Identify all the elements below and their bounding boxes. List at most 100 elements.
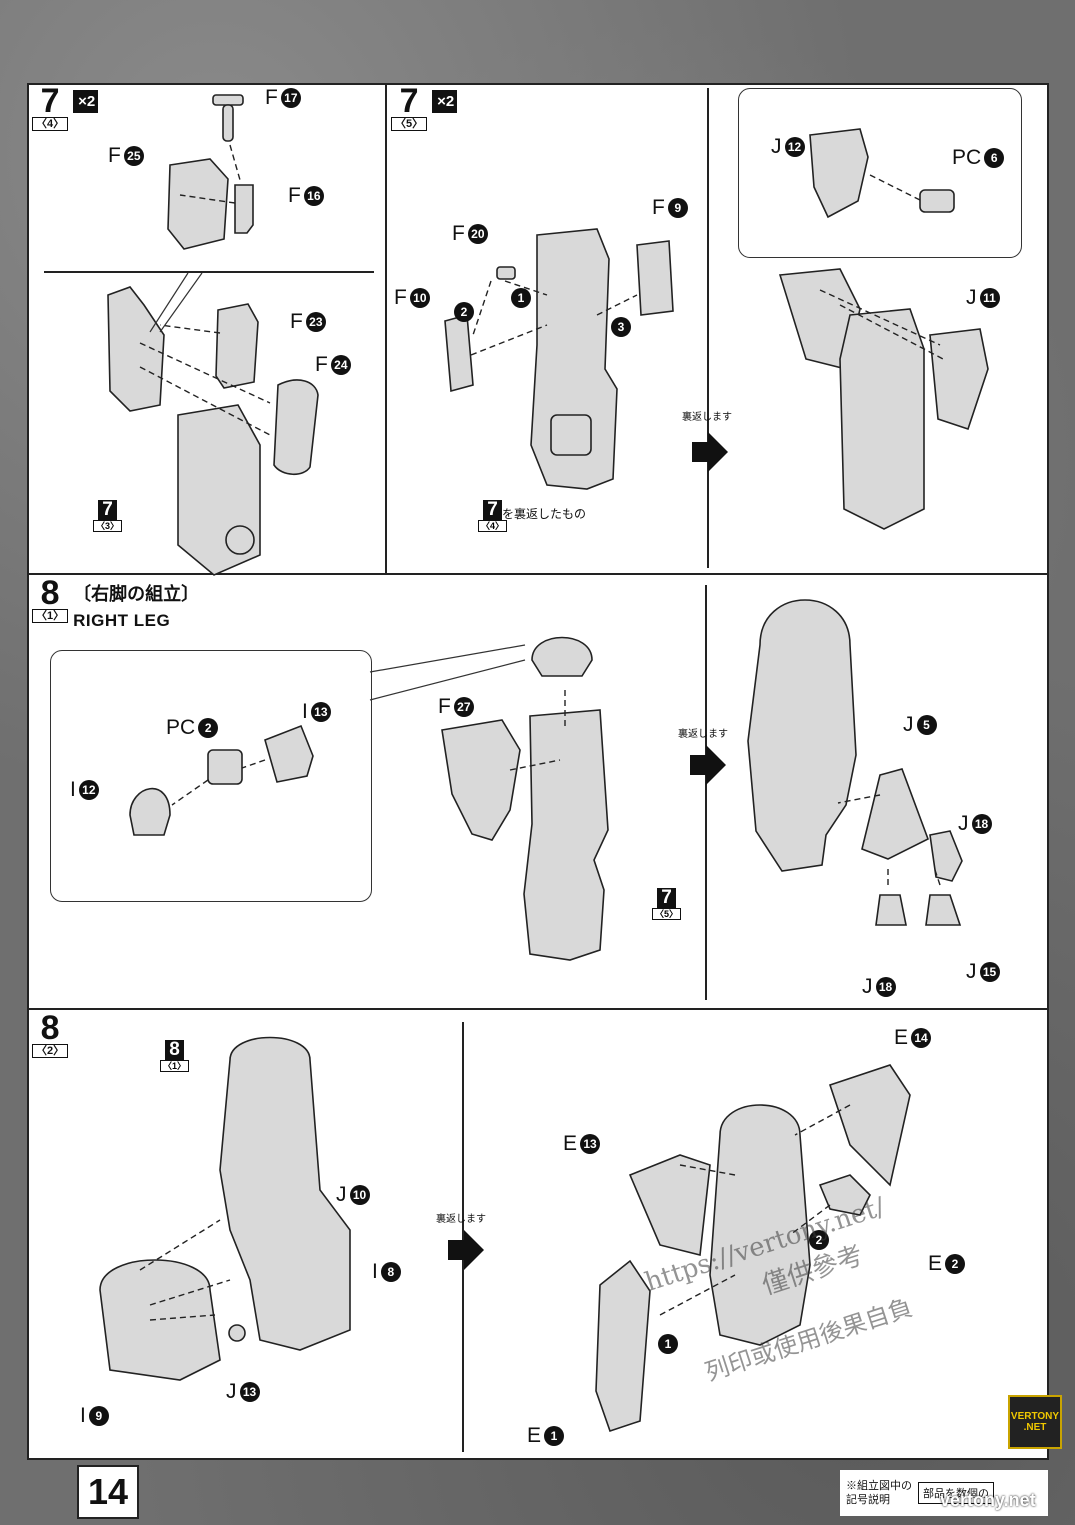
multiplier-badge: ×2 [432, 90, 458, 113]
step-title: 〔右脚の組立〕 RIGHT LEG [73, 580, 199, 631]
part-letter: E [928, 1252, 943, 1275]
flip-arrow-icon [448, 1230, 484, 1270]
order-mark-e1-step: 1 [655, 1332, 678, 1356]
step-title-jp: 〔右脚の組立〕 [73, 584, 200, 604]
part-letter: J [958, 812, 969, 835]
legend-line2: 記号説明 [846, 1494, 890, 1506]
part-letter: J [862, 975, 873, 998]
part-letter: F [265, 86, 278, 109]
part-letter: F [652, 196, 665, 219]
part-number: 13 [580, 1134, 601, 1154]
step-8-1-header: 8 〈1〉 〔右脚の組立〕 RIGHT LEG [32, 576, 199, 631]
part-number: 11 [979, 288, 1000, 308]
part-number: 13 [239, 1382, 260, 1402]
part-number: 12 [784, 137, 805, 157]
part-number: 8 [380, 1262, 401, 1282]
ref-sub: 〈5〉 [652, 908, 682, 920]
part-letter: E [894, 1026, 909, 1049]
part-number: 17 [280, 88, 301, 108]
legend-caption: ※組立図中の 記号説明 [846, 1479, 912, 1507]
part-letter: I [80, 1404, 86, 1427]
ref-sub: 〈3〉 [93, 520, 123, 532]
legend-box: 部品を数個の [918, 1482, 994, 1504]
step-sub-text: 〈1〉 [32, 609, 69, 623]
step-7-4-header: 7 〈4〉 ×2 [32, 82, 99, 131]
part-number: 5 [916, 715, 937, 735]
part-number: 24 [330, 355, 351, 375]
order-number: 1 [658, 1334, 678, 1354]
part-letter: I [302, 700, 308, 723]
part-letter: J [771, 135, 782, 158]
step-title-en: RIGHT LEG [73, 611, 171, 630]
part-number: 9 [667, 198, 688, 218]
ref-num: 7 [657, 888, 676, 908]
legend-line1: ※組立図中の [846, 1480, 912, 1492]
ref-step-7-4: 7 〈4〉 [478, 500, 508, 532]
divider-col-top [385, 83, 387, 574]
part-letter: F [438, 695, 451, 718]
ref-step-7-3: 7 〈3〉 [93, 500, 123, 532]
part-number: 23 [305, 312, 326, 332]
part-letter: F [108, 144, 121, 167]
part-number: 1 [544, 1426, 565, 1446]
vertony-logo: VERTONY .NET [1008, 1395, 1062, 1449]
ref-step-8-1: 8 〈1〉 [160, 1040, 190, 1072]
step-number: 7 〈4〉 [32, 82, 69, 131]
divider-flip-bot [462, 1022, 464, 1452]
part-number: 20 [467, 224, 488, 244]
divider-flip-mid [705, 585, 707, 1000]
part-number: 15 [979, 962, 1000, 982]
part-letter: J [226, 1380, 237, 1403]
part-number: 10 [409, 288, 430, 308]
step-num-text: 7 [399, 82, 419, 120]
flip-arrow-icon [692, 432, 728, 472]
callout-j12-pc6 [738, 88, 1022, 258]
step-8-2-header: 8 〈2〉 [32, 1011, 69, 1058]
part-number: 14 [911, 1028, 932, 1048]
part-letter: J [336, 1183, 347, 1206]
part-number: 18 [971, 814, 992, 834]
part-letter: E [527, 1424, 542, 1447]
logo-line1: VERTONY [1010, 1411, 1060, 1422]
order-mark-2: 2 [451, 300, 474, 324]
diagram-step-8-2-flipped [595, 1064, 911, 1433]
order-number: 2 [454, 302, 474, 322]
step-number: 8 〈2〉 [32, 1011, 69, 1058]
divider-row2 [27, 1008, 1049, 1010]
flip-text-3: 裏返します [436, 1214, 486, 1225]
part-letter: E [563, 1132, 578, 1155]
part-letter: I [372, 1260, 378, 1283]
part-letter: PC [952, 146, 982, 169]
part-number: 25 [123, 146, 144, 166]
part-letter: F [394, 286, 407, 309]
part-number: 12 [78, 780, 99, 800]
flip-arrow-icon [690, 745, 726, 785]
step-num-text: 7 [40, 82, 60, 120]
ref-sub: 〈1〉 [160, 1060, 190, 1072]
part-number: 27 [453, 697, 474, 717]
order-number: 1 [511, 288, 531, 308]
step-sub-text: 〈2〉 [32, 1044, 69, 1058]
ref-step-7-5: 7 〈5〉 [652, 888, 682, 920]
